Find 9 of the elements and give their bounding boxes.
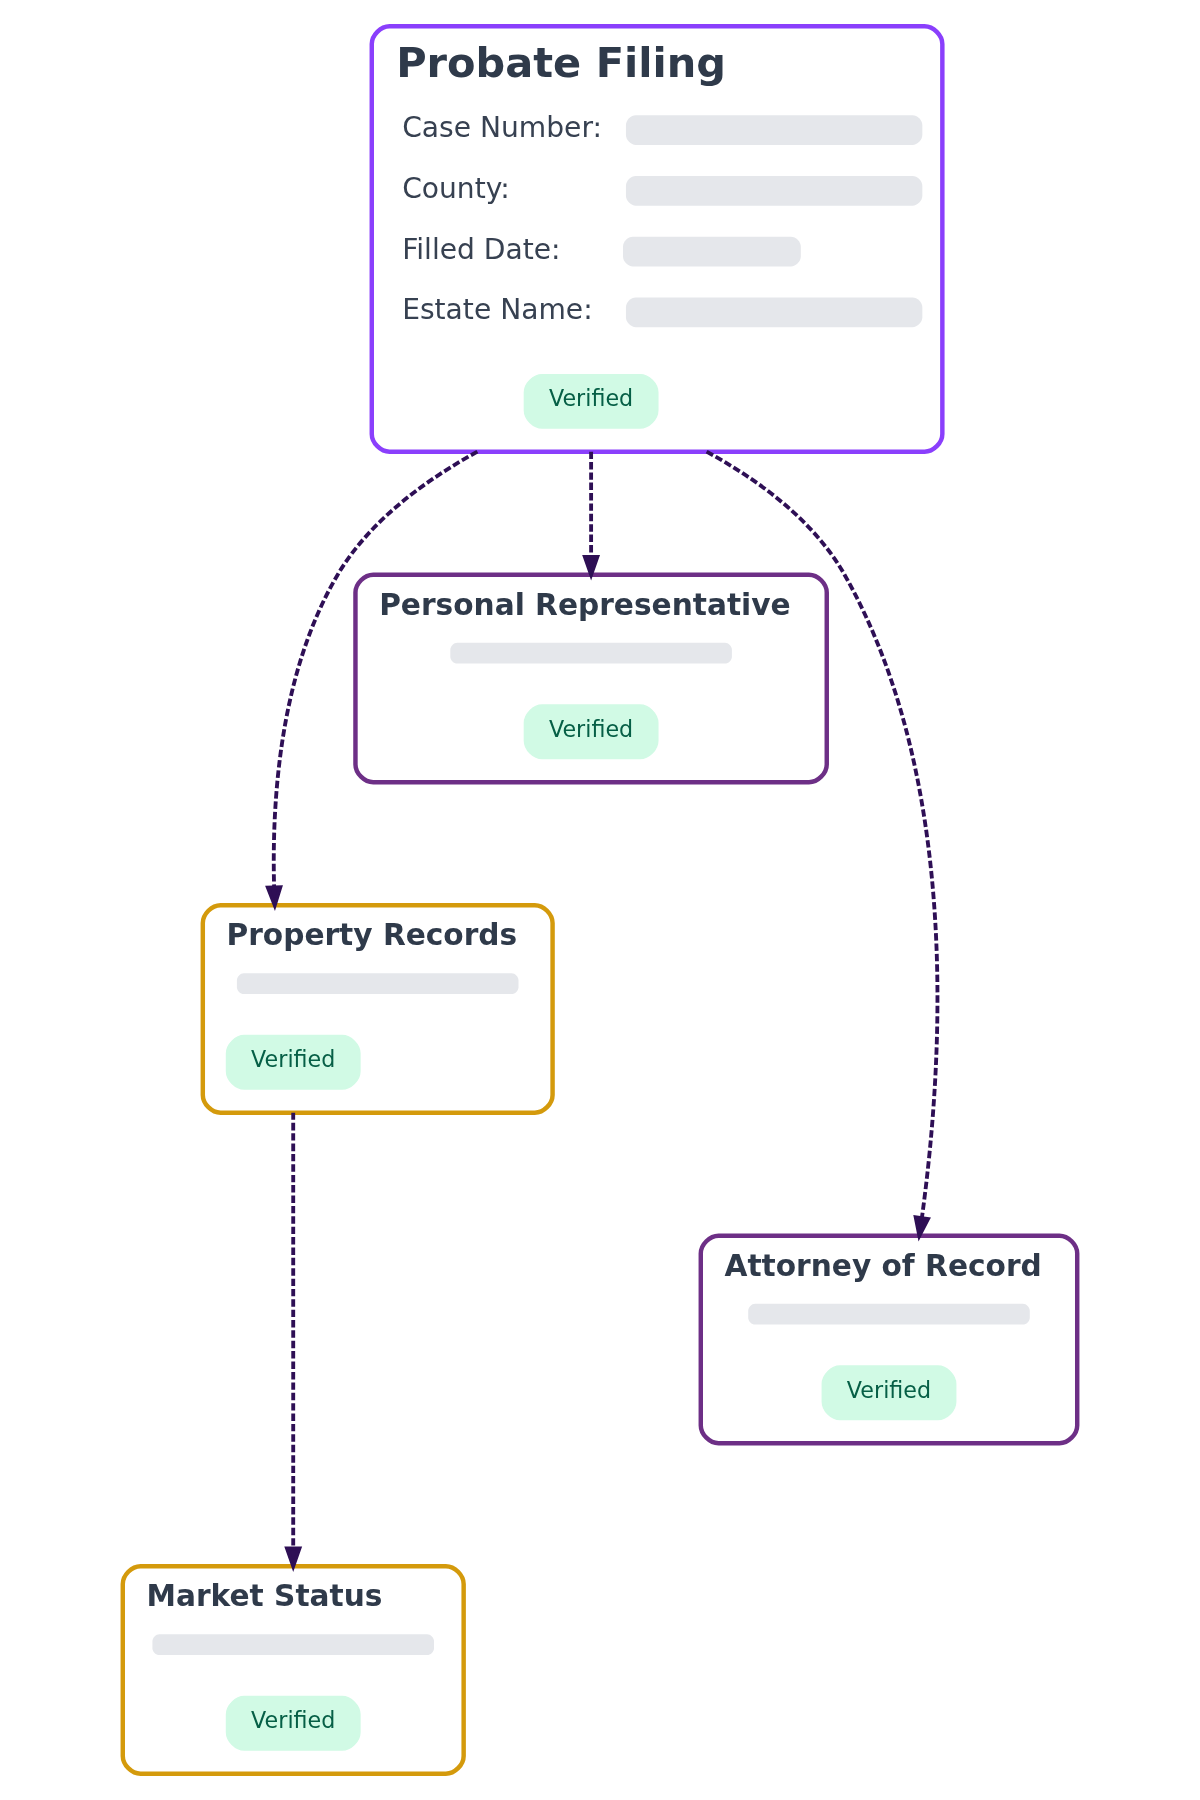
node-box: Verified bbox=[821, 1365, 957, 1421]
node-box: Verified bbox=[523, 704, 659, 760]
node-box: Verified bbox=[225, 1695, 361, 1751]
arrow bbox=[265, 450, 479, 911]
arrow bbox=[582, 451, 601, 581]
arrow bbox=[284, 1112, 303, 1572]
node-box: Verified bbox=[225, 1034, 361, 1090]
node-box: Verified bbox=[523, 373, 659, 429]
arrow bbox=[705, 450, 940, 1242]
